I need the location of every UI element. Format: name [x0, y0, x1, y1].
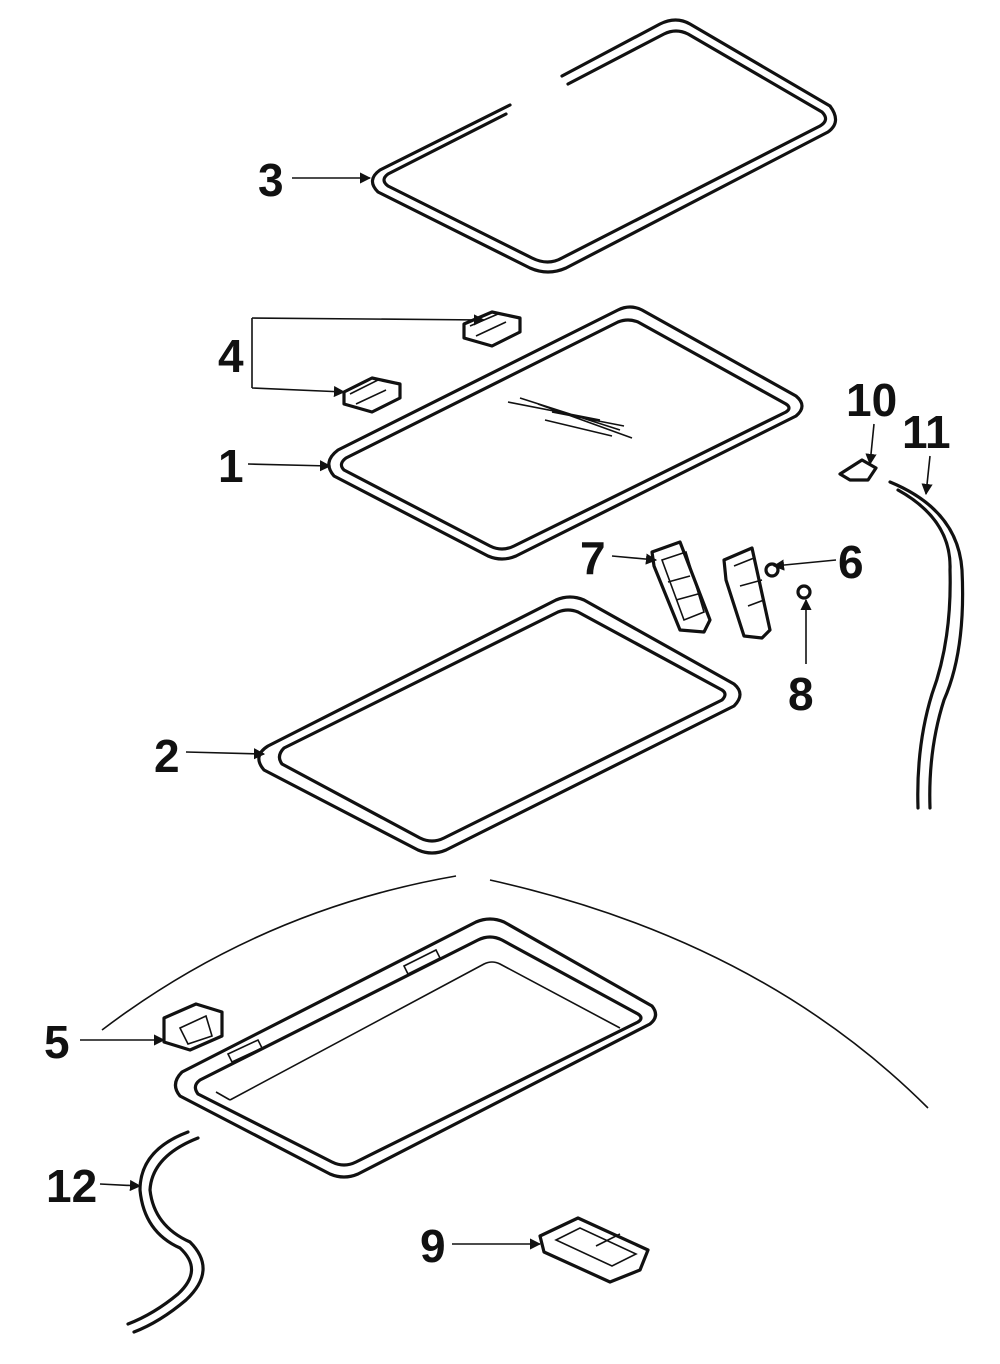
part-9-slide-shoe: [538, 1216, 650, 1284]
leader-6: [772, 559, 837, 571]
part-7-bracket: [650, 540, 712, 634]
part-6-hinge: [722, 546, 780, 640]
callout-10: 10: [846, 374, 897, 426]
callout-1: 1: [218, 440, 244, 492]
roof-outline: [101, 875, 929, 1109]
callout-numbers: 3 4 1 2 7 6 8 10 11 5 12 9: [44, 154, 951, 1272]
part-4-clips: [342, 310, 522, 414]
leader-11: [921, 455, 933, 496]
callout-5: 5: [44, 1016, 70, 1068]
part-2-frame: [257, 595, 742, 855]
leader-10: [865, 423, 877, 466]
callout-12: 12: [46, 1160, 97, 1212]
roof-opening: [173, 917, 658, 1179]
part-12-drain-hose: [126, 1130, 205, 1334]
leader-1: [247, 460, 332, 472]
part-5-guide: [162, 1002, 224, 1052]
callout-3: 3: [258, 154, 284, 206]
leader-4a: [251, 314, 486, 326]
leader-7: [611, 553, 658, 565]
leader-lines: [80, 172, 933, 1250]
part-10-clip: [838, 458, 878, 482]
callout-9: 9: [420, 1220, 446, 1272]
callout-7: 7: [580, 532, 606, 584]
leader-4b: [251, 385, 346, 398]
callout-2: 2: [154, 730, 180, 782]
callout-4: 4: [218, 330, 244, 382]
callout-6: 6: [838, 536, 864, 588]
part-8-screw: [796, 584, 812, 600]
part-3-weatherstrip: [370, 18, 838, 274]
leader-2: [185, 748, 266, 760]
callout-8: 8: [788, 668, 814, 720]
part-1-glass-panel: [327, 305, 804, 561]
part-11-drain-hose: [888, 480, 965, 810]
leader-12: [99, 1179, 142, 1192]
callout-11: 11: [902, 406, 951, 458]
